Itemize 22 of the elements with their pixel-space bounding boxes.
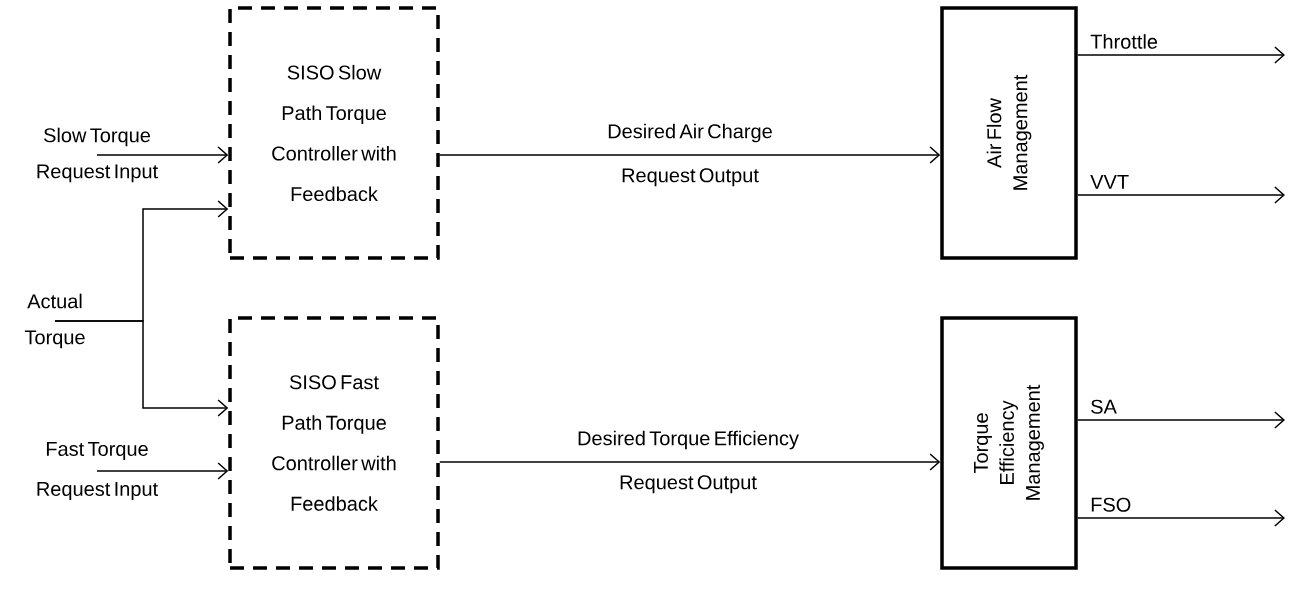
edge-label: Desired Torque Efficiency Request Output — [578, 430, 799, 494]
arrow — [96, 146, 229, 164]
edge-label: FSO — [1091, 497, 1131, 512]
arrow — [1077, 186, 1285, 204]
input-label: Actual Torque — [24, 293, 85, 349]
arrow — [439, 453, 941, 471]
arrow — [1077, 411, 1285, 429]
edge-label: Throttle — [1090, 34, 1158, 49]
arrow — [54, 320, 229, 417]
edge-label: VVT — [1090, 175, 1129, 189]
controller-box: SISO Slow Path Torque Controller with Feedback — [228, 6, 440, 260]
input-label: Fast Torque Request Input — [37, 442, 158, 500]
arrow — [1077, 46, 1285, 64]
arrow — [96, 462, 229, 480]
arrow — [439, 146, 941, 164]
edge-label: Desired Air Charge Request Output — [608, 123, 772, 187]
management-box: Torque Efficiency Management — [940, 316, 1078, 570]
input-label: Slow Torque Request Input — [37, 127, 158, 183]
management-box: Air Flow Management — [940, 6, 1078, 260]
edge-label: SA — [1091, 399, 1117, 414]
arrow — [1077, 509, 1285, 527]
controller-box: SISO Fast Path Torque Controller with Feedback — [228, 316, 440, 570]
